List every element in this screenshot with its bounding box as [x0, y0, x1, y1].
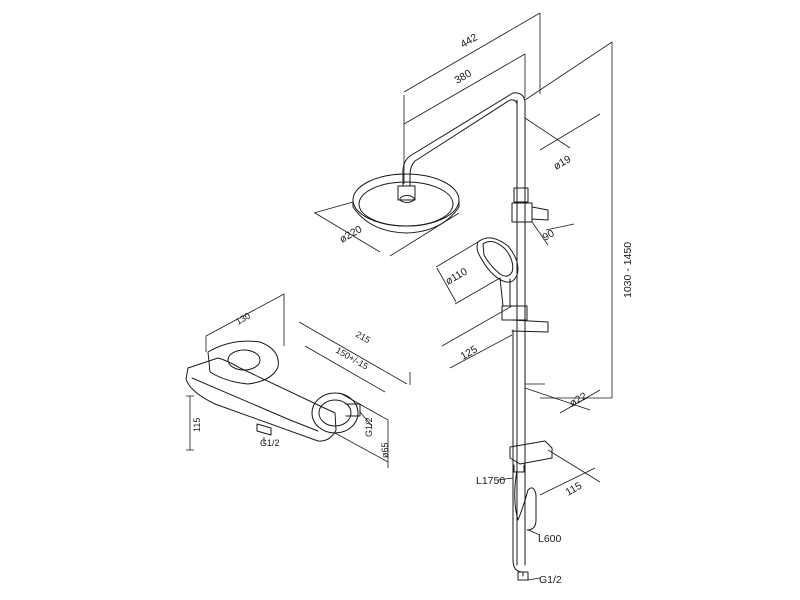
dim-dia19-label: ø19: [552, 153, 574, 173]
mixer-body: [185, 357, 337, 442]
lever-cap: [227, 349, 261, 371]
dim-150-label: 150+/-15: [334, 345, 370, 372]
dim-dia220-label: ø220: [338, 223, 365, 245]
rain-shower-head: [352, 173, 460, 234]
dim-dia22-label: ø22: [568, 390, 590, 410]
shower-column: [352, 92, 553, 581]
slider-bracket: [501, 305, 549, 333]
mixer-thread-bottom-label: G1/2: [260, 438, 280, 448]
column-outlet: [509, 440, 553, 473]
wall-mixer: [185, 340, 361, 442]
hose-inner-label: L600: [538, 533, 562, 545]
hose-length-label: L1750: [476, 475, 505, 487]
dim-rail-height-label: 1030 - 1450: [622, 242, 634, 298]
dim-mixer-height-label: 115: [192, 418, 202, 432]
mixer-dimensions: 130 215 150+/-15 115 G1/2 G1/2 ø65: [186, 293, 411, 468]
hose-thread-label: G1/2: [539, 574, 562, 586]
mixer-escutcheon-label: ø65: [380, 442, 390, 458]
mixer-lever: [207, 340, 279, 385]
mixer-thread-side-label: G1/2: [364, 417, 374, 437]
head-connector: [397, 185, 416, 201]
dim-90-label: 90: [541, 227, 557, 243]
dim-dia110-label: ø110: [444, 266, 470, 288]
mixer-bottom-outlet: [256, 423, 272, 436]
column-dimensions: 442 380 1030 - 1450 ø19 ø220 90 ø110 125…: [313, 12, 634, 586]
mixer-escutcheon: [311, 392, 361, 434]
dim-115-label: 115: [564, 480, 585, 499]
riser-pipe: [516, 99, 526, 566]
dim-442-label: 442: [459, 31, 480, 50]
shower-arm: [402, 92, 526, 187]
dim-125-label: 125: [459, 343, 480, 362]
dim-215-label: 215: [354, 329, 372, 345]
dim-380-label: 380: [453, 67, 474, 86]
hand-shower: [476, 237, 519, 307]
